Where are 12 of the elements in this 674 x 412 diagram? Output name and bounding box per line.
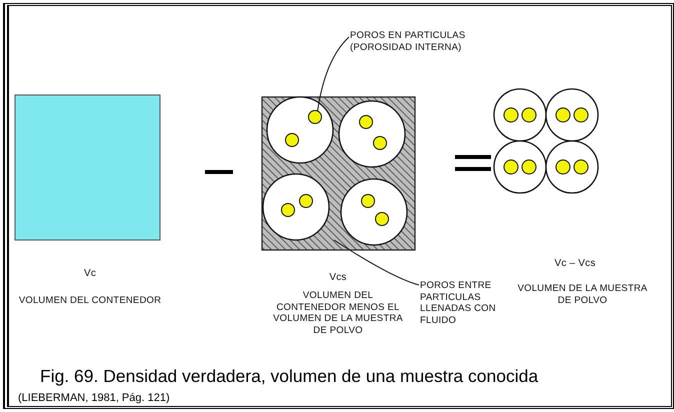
volume-description: VOLUMEN DEL CONTENEDOR [18, 295, 162, 306]
volume-symbol: Vcs [328, 272, 348, 284]
hatched-container-drawing [261, 96, 416, 251]
pore-callout-label: POROS ENTRE PARTICULAS LLENADAS CON FLUIDO [420, 280, 498, 326]
volume-description: VOLUMEN DE LA MUESTRA DE POLVO [516, 283, 648, 306]
source-citation: (LIEBERMAN, 1981, Pág. 121) [18, 392, 170, 404]
leader-line [334, 240, 420, 286]
volume-description: VOLUMEN DEL CONTENEDOR MENOS EL VOLUMEN DE LA MUESTRA DE POLVO [272, 290, 404, 336]
pore-callout-label: POROS EN PARTICULAS (POROSIDAD INTERNA) [350, 30, 490, 53]
figure-caption: Fig. 69. Densidad verdadera, volumen de una muestra conocida [40, 366, 538, 387]
volume-symbol: Vc – Vcs [553, 258, 597, 270]
volume-symbol: Vc [82, 268, 98, 280]
